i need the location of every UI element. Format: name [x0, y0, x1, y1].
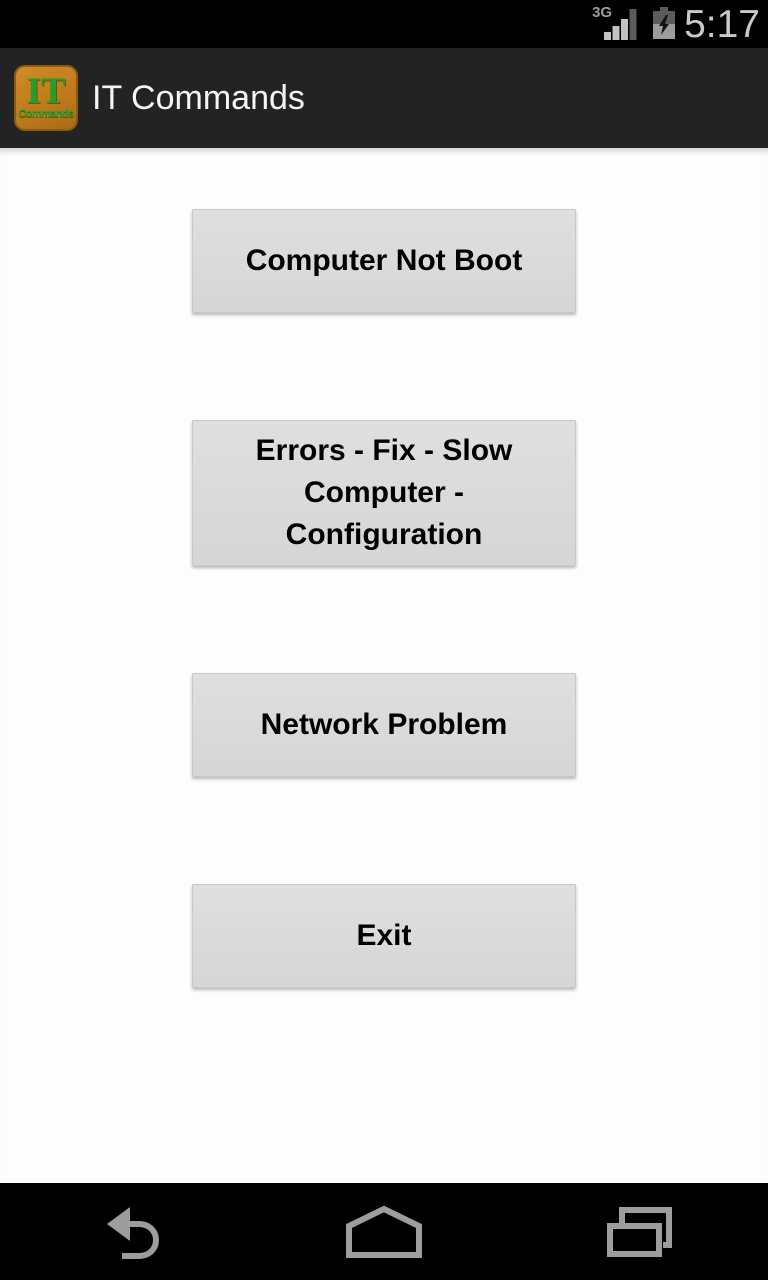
- clock: 5:17: [684, 2, 760, 46]
- recents-icon: [607, 1206, 672, 1257]
- back-icon: [107, 1206, 160, 1259]
- home-button[interactable]: [256, 1183, 512, 1280]
- page-title: IT Commands: [92, 78, 305, 117]
- home-icon: [346, 1205, 422, 1258]
- main-content: Computer Not Boot Errors - Fix - Slow Co…: [0, 148, 768, 1183]
- app-logo-text-commands: Commands: [18, 108, 74, 121]
- exit-button[interactable]: Exit: [192, 884, 576, 988]
- status-bar: 3G 5:17: [0, 0, 768, 48]
- app-logo-icon: IT Commands: [14, 65, 78, 131]
- signal-icon: 3G: [592, 2, 648, 46]
- app-logo-text-it: IT: [26, 70, 66, 112]
- system-navigation-bar: [0, 1183, 768, 1280]
- computer-not-boot-button[interactable]: Computer Not Boot: [192, 209, 576, 313]
- errors-fix-slow-computer-configuration-button[interactable]: Errors - Fix - Slow Computer - Configura…: [192, 420, 576, 566]
- network-problem-button[interactable]: Network Problem: [192, 673, 576, 777]
- signal-bars-icon: [604, 9, 637, 40]
- action-bar: IT Commands IT Commands: [0, 48, 768, 148]
- back-button[interactable]: [0, 1183, 256, 1280]
- network-type-label: 3G: [592, 4, 613, 21]
- battery-icon: [652, 7, 676, 41]
- recents-button[interactable]: [512, 1183, 768, 1280]
